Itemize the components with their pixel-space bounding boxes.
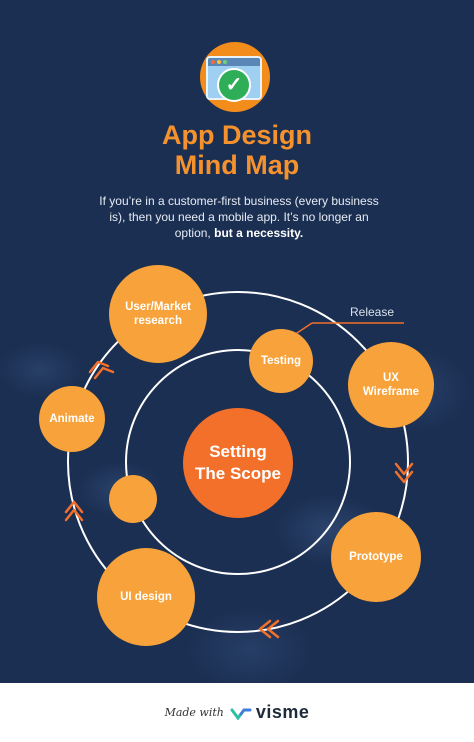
node-animate: Animate xyxy=(39,386,105,452)
visme-logo-icon xyxy=(230,708,252,720)
check-icon: ✓ xyxy=(217,68,251,102)
page-title: App Design Mind Map xyxy=(0,120,474,180)
node-setting-the-scope: Setting The Scope xyxy=(183,408,293,518)
title-line-2: Mind Map xyxy=(174,150,300,180)
release-label: Release xyxy=(350,305,395,319)
intro-paragraph: If you’re in a customer-first business (… xyxy=(92,193,386,241)
node-ux-wireframe: UX Wireframe xyxy=(348,342,434,428)
visme-brand: visme xyxy=(255,702,310,722)
node-unlabeled xyxy=(109,475,157,523)
made-with-text: Made with xyxy=(164,706,224,719)
inner-ring xyxy=(125,349,351,575)
chevron-up-right-icon xyxy=(88,360,115,380)
chevron-down-icon-right xyxy=(394,462,414,484)
node-user-market-research: User/Market research xyxy=(109,265,207,363)
footer: Made with visme xyxy=(0,683,474,742)
chevron-left-icon-bottom xyxy=(258,619,280,639)
node-ui-design: UI design xyxy=(97,548,195,646)
node-prototype: Prototype xyxy=(331,512,421,602)
mind-map-rings xyxy=(64,291,414,639)
infographic-poster: ✓ App Design Mind Map If you’re in a cus… xyxy=(0,0,474,683)
outer-ring xyxy=(67,291,409,633)
intro-text: If you’re in a customer-first business (… xyxy=(99,194,379,240)
node-testing: Testing xyxy=(249,329,313,393)
intro-emphasis: but a necessity. xyxy=(214,226,304,240)
chevron-up-icon-left xyxy=(64,500,84,522)
title-line-1: App Design xyxy=(161,120,312,150)
